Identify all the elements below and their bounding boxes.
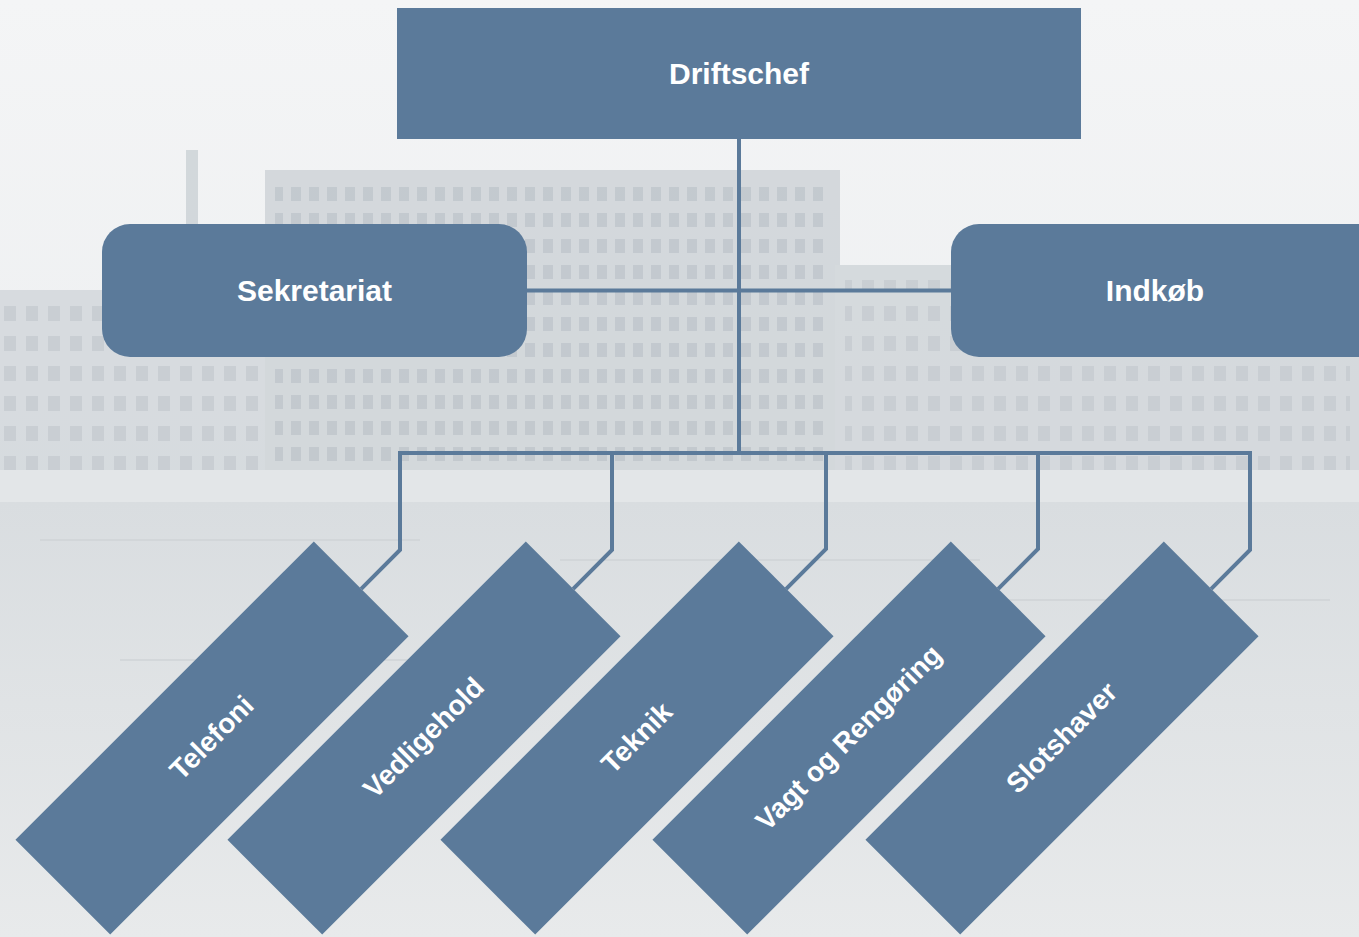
org-connector (739, 139, 1250, 589)
org-connector (527, 139, 739, 291)
staff-box: Sekretariat (102, 224, 527, 357)
org-connector (739, 139, 951, 291)
box-label: Teknik (595, 696, 678, 779)
box-label: Sekretariat (237, 274, 392, 307)
org-connector (739, 139, 1038, 589)
box-label: Vedligehold (358, 672, 491, 805)
box-label: Indkøb (1106, 274, 1204, 307)
box-label: Slotshaver (1000, 676, 1123, 799)
water (0, 502, 1359, 937)
head-box: Driftschef (397, 8, 1081, 139)
org-connector (573, 139, 739, 589)
staff-box: Indkøb (951, 224, 1359, 357)
box-label: Telefoni (164, 690, 260, 786)
buildings (0, 150, 1359, 502)
org-connector (739, 139, 826, 589)
org-connector (361, 139, 739, 589)
box-label: Driftschef (669, 57, 809, 90)
